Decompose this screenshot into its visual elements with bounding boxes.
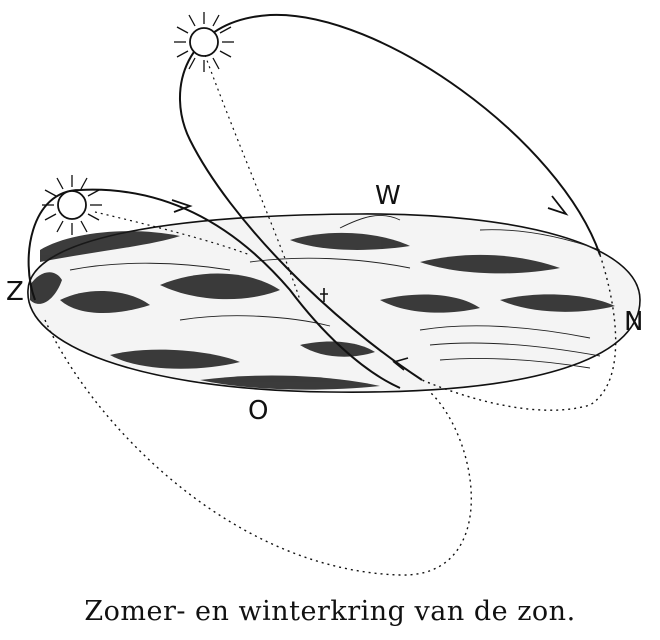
compass-north-label: N <box>624 307 644 337</box>
observer-figure <box>320 288 328 302</box>
compass-south-label: Z <box>6 277 24 307</box>
winter-path-hidden <box>44 319 472 576</box>
winter-path-visible <box>27 188 401 389</box>
summer-sun-ray <box>204 54 301 301</box>
sun-icon <box>174 12 234 72</box>
winter-sun-ray <box>94 211 251 256</box>
compass-east-label: O <box>248 396 269 426</box>
sun-icon <box>42 175 102 235</box>
arrow-north <box>392 357 409 371</box>
compass-west-label: W <box>375 181 401 211</box>
arrow-winter <box>171 199 193 213</box>
arrow-summer <box>547 195 569 216</box>
sun-path-illustration <box>27 12 641 576</box>
figure-caption: Zomer- en winterkring van de zon. <box>84 596 576 627</box>
landscape-disc <box>27 213 641 393</box>
